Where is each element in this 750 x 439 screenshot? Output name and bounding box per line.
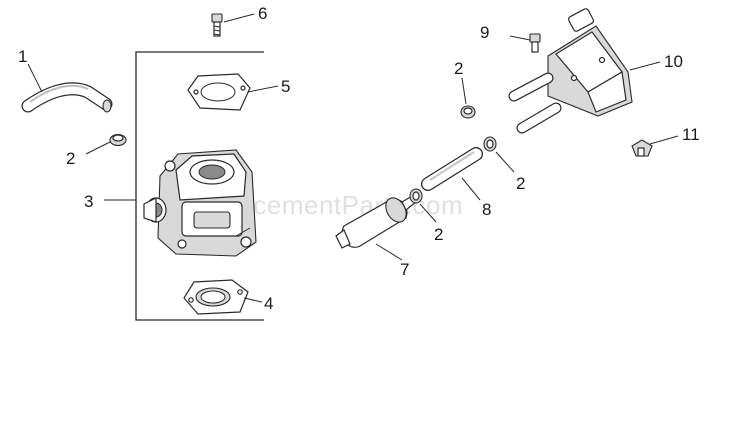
callout-5: 5 bbox=[281, 77, 290, 96]
callout-11: 11 bbox=[682, 125, 700, 144]
callout-4: 4 bbox=[264, 294, 273, 313]
assembly-bracket bbox=[135, 51, 264, 321]
part-7-fuel-filter bbox=[335, 195, 417, 249]
callout-9: 9 bbox=[480, 23, 489, 42]
callout-3: 3 bbox=[84, 192, 93, 211]
part-9-screw bbox=[529, 33, 541, 53]
part-2-clamp-middle bbox=[409, 188, 423, 204]
part-5-gasket-upper bbox=[187, 73, 251, 111]
leader-8 bbox=[461, 177, 481, 201]
callout-2b: 2 bbox=[434, 225, 443, 244]
leader-2a bbox=[85, 141, 111, 155]
callout-8: 8 bbox=[482, 200, 491, 219]
callout-2d: 2 bbox=[454, 59, 463, 78]
leader-2b bbox=[419, 203, 437, 223]
callout-6: 6 bbox=[258, 4, 267, 23]
part-6-screw bbox=[211, 13, 223, 37]
part-4-gasket-lower bbox=[183, 279, 249, 315]
part-2-clamp-left bbox=[109, 133, 127, 147]
part-2-clamp-upper bbox=[460, 105, 476, 119]
part-8-fuel-hose-straight bbox=[421, 147, 483, 191]
leader-9 bbox=[509, 35, 531, 41]
callout-2c: 2 bbox=[516, 174, 525, 193]
leader-10 bbox=[629, 61, 661, 71]
part-10-fuel-pump bbox=[508, 8, 633, 134]
callout-7: 7 bbox=[400, 260, 409, 279]
callout-10: 10 bbox=[664, 52, 683, 71]
leader-2d bbox=[461, 77, 467, 105]
leader-11 bbox=[649, 135, 679, 145]
leader-1 bbox=[27, 63, 43, 93]
part-2-clamp-hose-right bbox=[483, 136, 497, 152]
leader-6 bbox=[223, 13, 255, 23]
part-1-fuel-hose bbox=[21, 82, 113, 113]
callout-1: 1 bbox=[18, 47, 27, 66]
part-11-fastener bbox=[631, 139, 653, 157]
callout-2a: 2 bbox=[66, 149, 75, 168]
leader-5 bbox=[247, 85, 279, 93]
leader-7 bbox=[375, 243, 403, 261]
leader-2c bbox=[495, 151, 515, 173]
leader-4 bbox=[243, 297, 263, 303]
part-3-carburetor bbox=[143, 149, 257, 257]
